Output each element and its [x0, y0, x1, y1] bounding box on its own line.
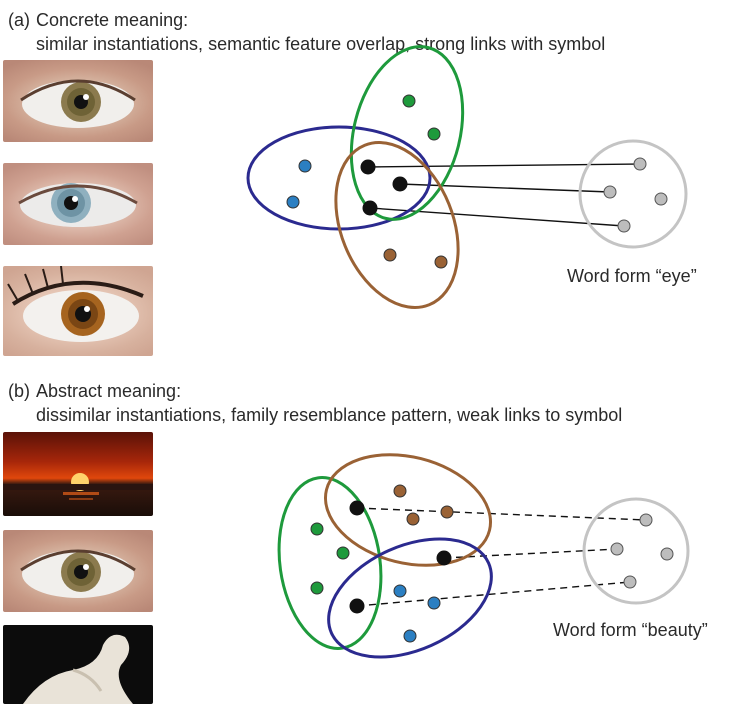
word-form-dot [634, 158, 646, 170]
green-dot [403, 95, 415, 107]
word-form-eye-circle [580, 141, 686, 247]
brown-dot [407, 513, 419, 525]
shared-feature-dot [350, 501, 365, 516]
word-form-dot [618, 220, 630, 232]
brown-dot [384, 249, 396, 261]
word-form-beauty-label: Word form “beauty” [553, 620, 708, 640]
shared-feature-dot [393, 177, 408, 192]
shared-feature-dot [437, 551, 452, 566]
word-form-dot [604, 186, 616, 198]
word-form-dot [661, 548, 673, 560]
word-form-eye-label: Word form “eye” [567, 266, 697, 286]
abstract-diagram: Word form “beauty” [269, 438, 708, 680]
blue-dot [428, 597, 440, 609]
word-form-dot [655, 193, 667, 205]
strong-link-1 [368, 164, 640, 167]
brown-dot [435, 256, 447, 268]
blue-dot [394, 585, 406, 597]
strong-link-2 [400, 184, 610, 192]
shared-feature-dot [361, 160, 376, 175]
word-form-dot [611, 543, 623, 555]
concrete-diagram: Word form “eye” [248, 35, 697, 326]
blue-dot [404, 630, 416, 642]
word-form-dot [624, 576, 636, 588]
green-dot [337, 547, 349, 559]
green-feature-ellipse [334, 35, 479, 231]
blue-feature-ellipse [310, 516, 509, 681]
green-dot [311, 523, 323, 535]
shared-feature-dot [350, 599, 365, 614]
shared-feature-dot [363, 201, 378, 216]
green-dot [311, 582, 323, 594]
blue-dot [299, 160, 311, 172]
blue-dot [287, 196, 299, 208]
green-dot [428, 128, 440, 140]
word-form-dot [640, 514, 652, 526]
brown-dot [441, 506, 453, 518]
brown-dot [394, 485, 406, 497]
